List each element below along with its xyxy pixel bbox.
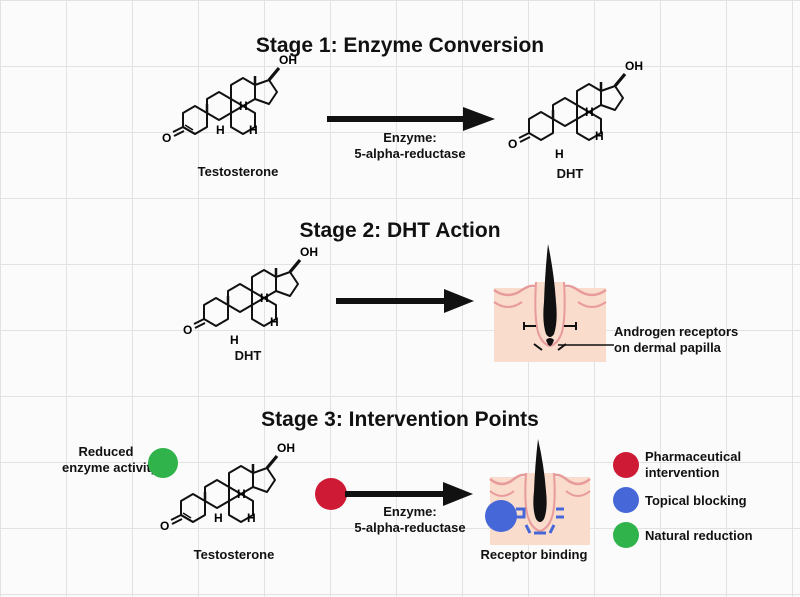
reduced-line2: enzyme activity — [62, 460, 159, 475]
stage2-arrow — [336, 289, 474, 313]
hydroxyl-atom: OH — [300, 245, 318, 259]
stage1-substrate-label: Testosterone — [197, 164, 279, 179]
hydrogen-atom: H — [230, 333, 239, 347]
hydrogen-atom: H — [555, 147, 564, 161]
carbonyl-oxygen-atom: O — [160, 519, 169, 533]
legend-label-natural: Natural reduction — [645, 528, 753, 543]
stage3-title: Stage 3: Intervention Points — [261, 408, 539, 431]
stage2-title: Stage 2: DHT Action — [299, 219, 501, 242]
stage1-enzyme-label: Enzyme: 5-alpha-reductase — [330, 130, 490, 162]
carbonyl-oxygen-atom: O — [508, 137, 517, 151]
legend-label-topical: Topical blocking — [645, 493, 747, 508]
hydrogen-atom: H — [216, 123, 225, 137]
receptor-binding-label: Receptor binding — [480, 547, 588, 562]
legend-line1: Pharmaceutical — [645, 449, 742, 464]
hydroxyl-atom: OH — [279, 53, 297, 67]
hydrogen-atom: H — [239, 99, 248, 113]
stage2-molecule-label: DHT — [234, 348, 262, 363]
receptor-line1: Androgen receptors — [614, 324, 739, 339]
enzyme-line1: Enzyme: — [383, 130, 437, 145]
receptor-pointer-line — [558, 344, 614, 346]
hydrogen-atom: H — [249, 123, 258, 137]
hydrogen-atom: H — [585, 105, 594, 119]
legend-label-pharmaceutical: Pharmaceutical intervention — [645, 449, 741, 481]
receptor-binding-follicle — [489, 439, 591, 545]
topical-blocking-marker — [485, 500, 517, 532]
dht-molecule: OH O H H H — [508, 59, 643, 161]
hydrogen-atom: H — [214, 511, 223, 525]
stage3-enzyme-label: Enzyme: 5-alpha-reductase — [350, 504, 470, 536]
carbonyl-oxygen-atom: O — [162, 131, 171, 145]
legend-swatch-green — [613, 522, 639, 548]
natural-reduction-marker — [148, 448, 178, 478]
legend-line2: intervention — [645, 465, 720, 480]
legend-swatch-red — [613, 452, 639, 478]
stage1-title: Stage 1: Enzyme Conversion — [255, 34, 545, 57]
stage1-arrow — [327, 107, 495, 131]
receptor-line2: on dermal papilla — [614, 340, 721, 355]
hydroxyl-atom: OH — [625, 59, 643, 73]
reduced-activity-label: Reduced enzyme activity — [62, 444, 159, 476]
stage1-product-label: DHT — [556, 166, 584, 181]
carbonyl-oxygen-atom: O — [183, 323, 192, 337]
stage2-dht-molecule: OH O H H H — [183, 245, 318, 347]
hydrogen-atom: H — [247, 511, 256, 525]
hydrogen-atom: H — [595, 129, 604, 143]
enzyme-line2: 5-alpha-reductase — [354, 146, 466, 161]
enzyme-line2: 5-alpha-reductase — [354, 520, 466, 535]
testosterone-molecule: OH O H H H — [162, 53, 297, 145]
hydrogen-atom: H — [270, 315, 279, 329]
hydrogen-atom: H — [237, 487, 246, 501]
reduced-line1: Reduced — [78, 444, 134, 459]
stage3-arrow — [345, 482, 473, 506]
stage3-substrate-label: Testosterone — [193, 547, 275, 562]
legend-swatch-blue — [613, 487, 639, 513]
receptor-label: Androgen receptors on dermal papilla — [614, 324, 738, 356]
pharmaceutical-intervention-marker — [315, 478, 347, 510]
hydroxyl-atom: OH — [277, 441, 295, 455]
stage3-testosterone-molecule: OH O H H H — [160, 441, 295, 533]
enzyme-line1: Enzyme: — [383, 504, 437, 519]
hydrogen-atom: H — [260, 291, 269, 305]
